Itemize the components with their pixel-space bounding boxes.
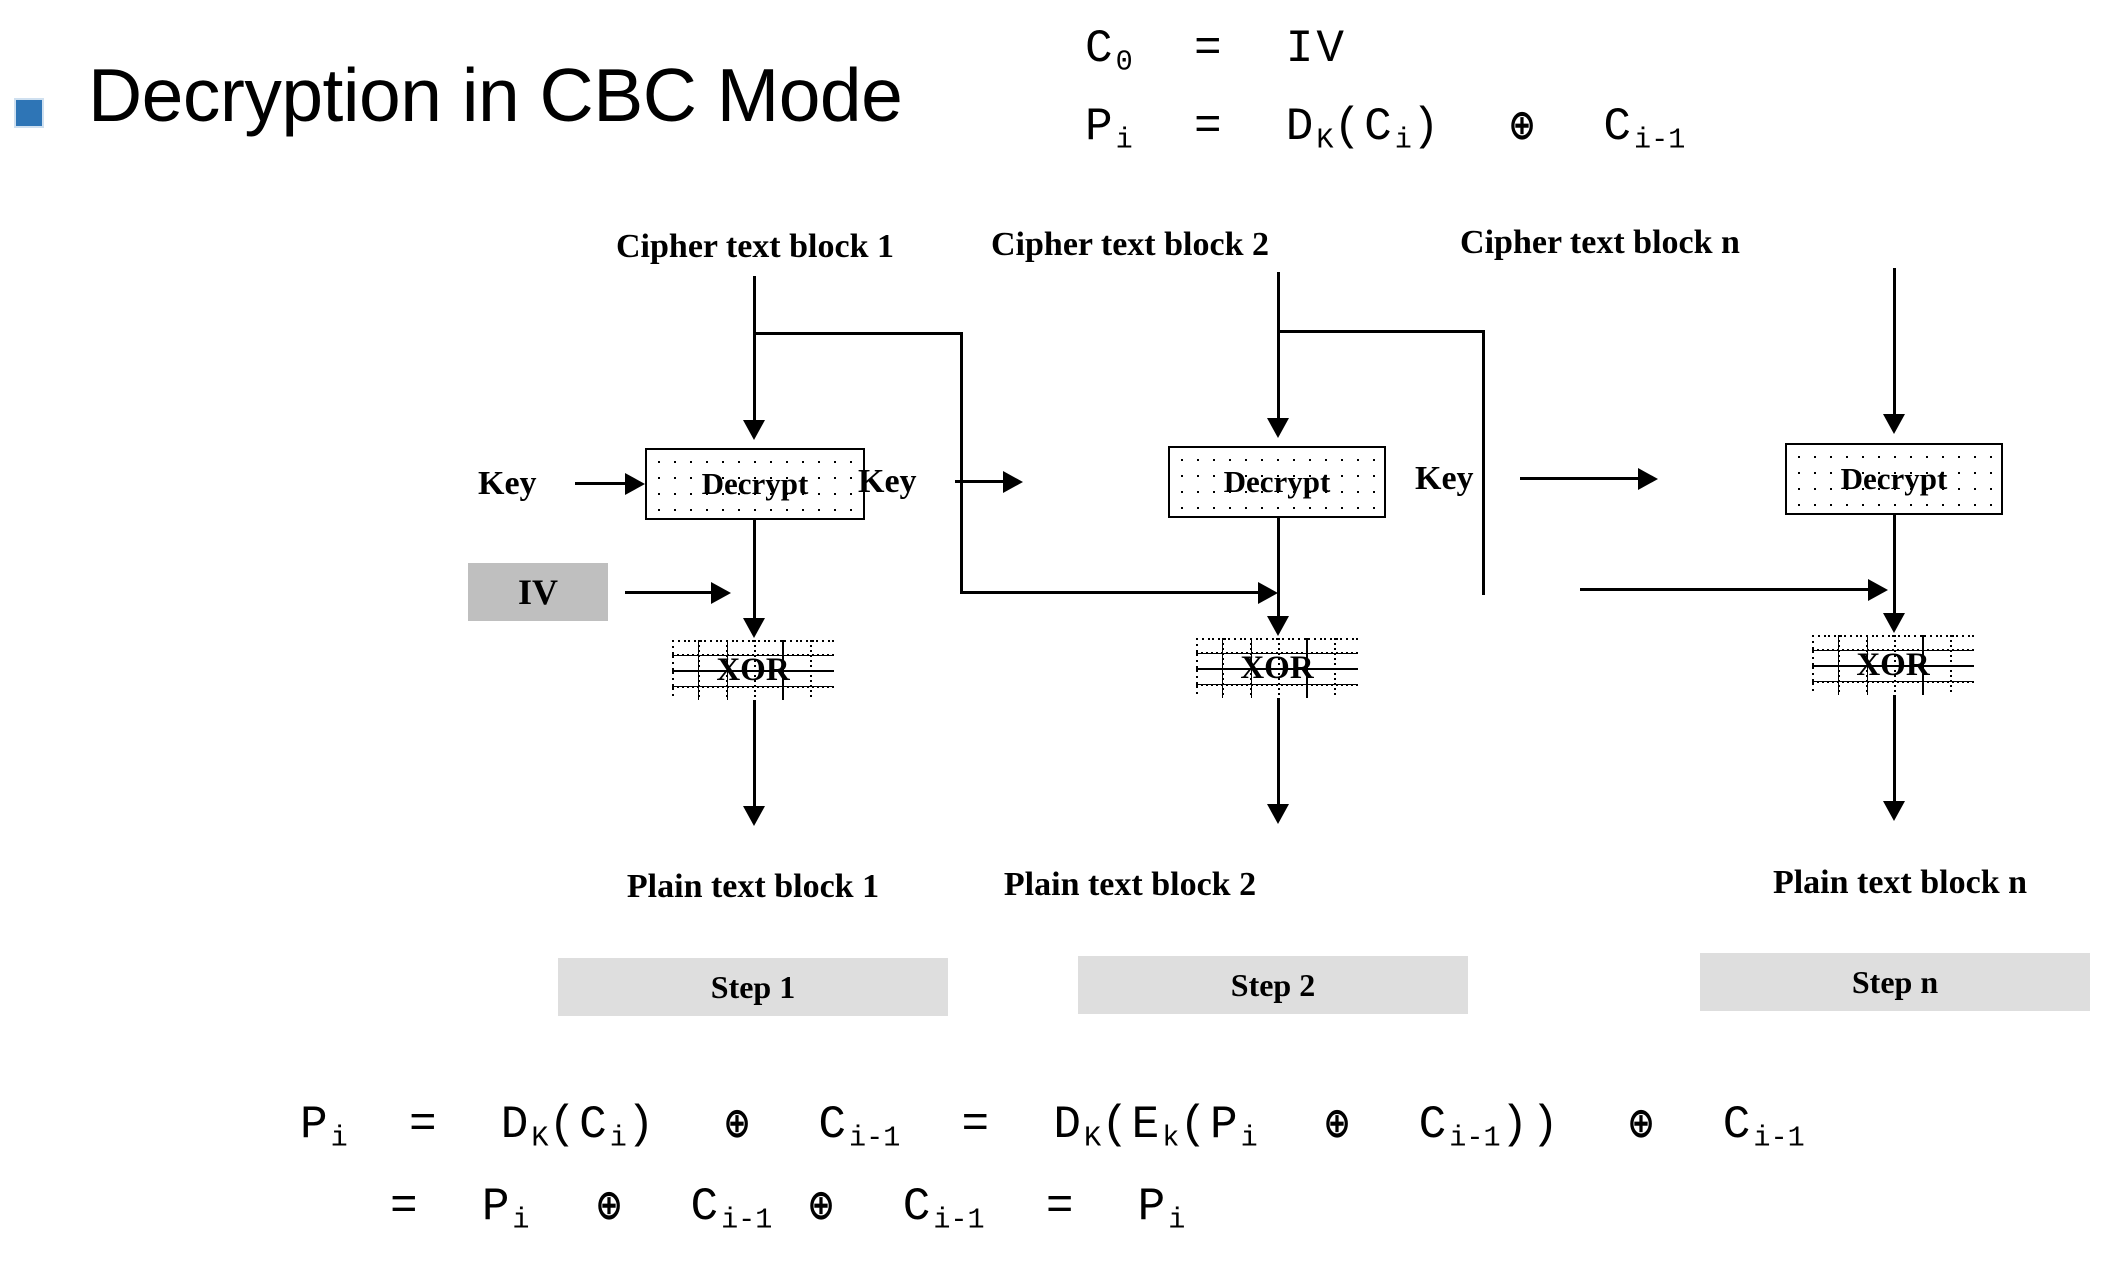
arrow-decryptn-to-xorn	[1883, 613, 1905, 633]
line-ctn-down	[1893, 268, 1896, 416]
arrow-decrypt2-to-xor2	[1267, 616, 1289, 636]
line-key1	[575, 482, 627, 485]
step-box-2: Step 2	[1078, 956, 1468, 1014]
line-xor1-to-plain1	[753, 700, 756, 810]
bottom-formula-line-2: = Pi ⊕ Ci-1 ⊕ Ci-1 = Pi	[390, 1179, 1186, 1237]
plain-text-block-2-label: Plain text block 2	[1003, 866, 1257, 903]
bullet-marker	[14, 98, 44, 128]
line-xor2-to-plain2	[1277, 698, 1280, 808]
xor-box-2-label: XOR	[1240, 649, 1314, 686]
step-box-1-label: Step 1	[710, 968, 796, 1005]
key-label-n: Key	[1415, 460, 1474, 497]
xor-box-1: XOR	[672, 640, 834, 700]
plain-text-block-n-label: Plain text block n	[1772, 864, 2028, 901]
line-decrypt1-to-xor1	[753, 520, 756, 622]
top-formula-line-2: Pi = DK(Ci) ⊕ Ci-1	[1085, 99, 1686, 157]
arrow-ctn-to-decryptn	[1883, 414, 1905, 434]
line-decryptn-to-xorn	[1893, 515, 1896, 617]
line-ct2-branch-down	[1482, 330, 1485, 595]
line-ct1-branch-to-xor2	[960, 591, 1260, 594]
key-label-1: Key	[478, 465, 537, 502]
line-ct2-down	[1277, 272, 1280, 420]
xor-grid-pattern-1	[672, 640, 834, 700]
arrow-decrypt1-to-xor1	[743, 618, 765, 638]
line-ct1-down	[753, 276, 756, 422]
bottom-formula-line-1: Pi = DK(Ci) ⊕ Ci-1 = DK(Ek(Pi ⊕ Ci-1)) ⊕…	[300, 1098, 1805, 1155]
line-ct2-branch-right	[1277, 330, 1485, 333]
step-box-1: Step 1	[558, 958, 948, 1016]
plain-text-block-1-label: Plain text block 1	[626, 868, 880, 905]
decrypt-box-2: Decrypt	[1168, 446, 1386, 518]
line-keyn	[1520, 477, 1640, 480]
line-ct1-branch-down	[960, 332, 963, 594]
decrypt-box-n-label: Decrypt	[1840, 461, 1948, 496]
cipher-text-block-1-label: Cipher text block 1	[616, 228, 894, 265]
line-key2	[955, 480, 1007, 483]
arrow-ct1-into-xor2	[1258, 582, 1278, 604]
top-formula-line-1: C0 = IV	[1085, 23, 1347, 79]
decrypt-box-n: Decrypt	[1785, 443, 2003, 515]
top-formula: C0 = IV Pi = DK(Ci) ⊕ Ci-1	[1085, 18, 1685, 171]
line-prev-to-xorn	[1580, 588, 1870, 591]
step-box-n: Step n	[1700, 953, 2090, 1011]
arrow-ct2-to-decrypt2	[1267, 418, 1289, 438]
arrow-keyn-to-decryptn	[1638, 468, 1658, 490]
decrypt-box-2-label: Decrypt	[1223, 464, 1331, 499]
xor-box-1-label: XOR	[716, 651, 790, 688]
iv-box-label: IV	[517, 572, 558, 612]
cipher-text-block-n-label: Cipher text block n	[1460, 224, 1740, 261]
iv-box: IV	[468, 563, 608, 621]
key-label-2: Key	[858, 463, 917, 500]
line-decrypt2-to-xor2	[1277, 518, 1280, 620]
arrow-xorn-to-plainn	[1883, 801, 1905, 821]
arrow-key2-to-decrypt2	[1003, 471, 1023, 493]
arrow-xor1-to-plain1	[743, 806, 765, 826]
xor-box-2: XOR	[1196, 638, 1358, 698]
arrow-xor2-to-plain2	[1267, 804, 1289, 824]
xor-grid-pattern-2	[1196, 638, 1358, 698]
arrow-prev-into-xorn	[1868, 579, 1888, 601]
line-ct1-branch-right	[753, 332, 963, 335]
line-xorn-to-plainn	[1893, 695, 1896, 805]
decrypt-box-1: Decrypt	[645, 448, 865, 520]
xor-box-n: XOR	[1812, 635, 1974, 695]
xor-box-n-label: XOR	[1856, 646, 1930, 683]
step-box-n-label: Step n	[1851, 963, 1939, 1000]
page-title: Decryption in CBC Mode	[88, 53, 903, 137]
xor-grid-pattern-n	[1812, 635, 1974, 695]
cipher-text-block-2-label: Cipher text block 2	[991, 226, 1269, 263]
bottom-formula: Pi = DK(Ci) ⊕ Ci-1 = DK(Ek(Pi ⊕ Ci-1)) ⊕…	[300, 1090, 1805, 1253]
line-iv-to-xor1	[625, 591, 713, 594]
decrypt-box-1-label: Decrypt	[701, 466, 809, 501]
arrow-iv-to-xor1	[711, 582, 731, 604]
arrow-ct1-to-decrypt1	[743, 420, 765, 440]
arrow-key1-to-decrypt1	[625, 473, 645, 495]
step-box-2-label: Step 2	[1230, 966, 1316, 1003]
